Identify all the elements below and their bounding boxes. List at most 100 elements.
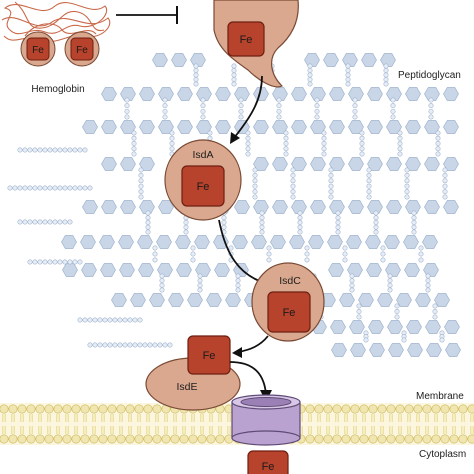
glycan-unit <box>225 293 241 307</box>
peptide-bead <box>411 215 417 221</box>
glycan-unit <box>291 87 307 101</box>
lipid-head <box>197 434 207 444</box>
peptide-bead <box>314 97 320 103</box>
peptide-bead <box>17 185 23 191</box>
glycan-unit <box>346 235 362 249</box>
peptide-bead <box>356 314 362 320</box>
glycan-unit <box>350 343 366 357</box>
lipid-head <box>332 404 342 414</box>
peptide-bead <box>290 194 296 200</box>
peptide-bead <box>112 317 118 323</box>
peptide-bead <box>366 189 372 195</box>
glycan-unit <box>304 53 320 67</box>
peptide-bead <box>27 259 33 265</box>
glycan-unit <box>130 293 146 307</box>
peptide-bead <box>169 141 175 147</box>
glycan-unit <box>330 320 346 334</box>
peptide-bead <box>397 146 403 152</box>
glycan-unit <box>396 293 412 307</box>
lipid-head <box>116 434 126 444</box>
lipid-head <box>98 404 108 414</box>
peptide-bead <box>366 167 372 173</box>
glycan-unit <box>111 293 127 307</box>
peptide-bead <box>373 229 379 235</box>
peptide-bead <box>142 342 148 348</box>
peptide-bead <box>428 97 434 103</box>
peptide-bead <box>52 185 58 191</box>
peptide-bead <box>17 219 23 225</box>
glycan-unit <box>367 200 383 214</box>
peptide-bead <box>259 220 265 226</box>
glycan-unit <box>120 87 136 101</box>
peptide-bead <box>87 185 93 191</box>
peptide-bead <box>428 108 434 114</box>
fe-label: Fe <box>262 461 275 473</box>
peptide-bead <box>167 342 173 348</box>
peptide-bead <box>349 273 355 279</box>
peptide-bead <box>435 135 441 141</box>
peptide-bead <box>52 219 58 225</box>
glycan-unit <box>214 263 230 277</box>
peptide-bead <box>57 185 63 191</box>
lipid-head <box>143 434 153 444</box>
peptide-bead <box>387 273 393 279</box>
glycan-unit <box>82 200 98 214</box>
peptide-bead <box>138 189 144 195</box>
peptide-bead <box>439 337 445 343</box>
peptide-bead <box>383 81 389 87</box>
peptide-bead <box>404 178 410 184</box>
isde-label: IsdE <box>176 381 197 393</box>
peptide-bead <box>221 215 227 221</box>
transfer-arrow-to-isde <box>232 335 269 358</box>
peptide-bead <box>62 259 68 265</box>
membrane-label: Membrane <box>416 391 464 402</box>
peptide-bead <box>401 337 407 343</box>
peptide-bead <box>42 185 48 191</box>
peptide-bead <box>366 183 372 189</box>
peptide-bead <box>418 251 424 257</box>
peptide-bead <box>131 130 137 136</box>
peptide-bead <box>122 342 128 348</box>
peptide-bead <box>383 77 389 83</box>
isdc-protein: IsdC Fe <box>251 262 325 342</box>
peptide-bead <box>297 224 303 230</box>
peptide-bead <box>328 183 334 189</box>
peptide-bead <box>190 251 196 257</box>
peptide-bead <box>307 81 313 87</box>
glycan-unit <box>425 320 441 334</box>
glycan-unit <box>404 263 420 277</box>
peptide-bead <box>238 114 244 120</box>
peptide-bead <box>390 108 396 114</box>
peptide-bead <box>352 97 358 103</box>
lipid-head <box>377 434 387 444</box>
glycan-unit <box>386 200 402 214</box>
peptide-bead <box>162 114 168 120</box>
peptide-bead <box>22 147 28 153</box>
glycan-unit <box>368 320 384 334</box>
peptide-bead <box>266 245 272 251</box>
glycan-unit <box>367 87 383 101</box>
glycan-unit <box>61 235 77 249</box>
peptide-bead <box>387 287 393 293</box>
peptide-bead <box>442 167 448 173</box>
fe-label: Fe <box>240 34 253 46</box>
peptide-bead <box>397 151 403 157</box>
peptide-bead <box>52 259 58 265</box>
peptide-bead <box>411 220 417 226</box>
peptide-bead <box>397 130 403 136</box>
peptide-bead <box>238 103 244 109</box>
glycan-unit <box>291 157 307 171</box>
peptide-bead <box>352 103 358 109</box>
peptide-bead <box>442 178 448 184</box>
peptide-bead <box>200 114 206 120</box>
peptide-bead <box>394 314 400 320</box>
peptide-bead <box>197 273 203 279</box>
lipid-head <box>161 434 171 444</box>
glycan-unit <box>310 200 326 214</box>
glycan-unit <box>424 157 440 171</box>
lipid-head <box>341 434 351 444</box>
glycan-unit <box>101 87 117 101</box>
peptide-bead <box>290 172 296 178</box>
glycan-unit <box>348 200 364 214</box>
peptide-bead <box>314 108 320 114</box>
